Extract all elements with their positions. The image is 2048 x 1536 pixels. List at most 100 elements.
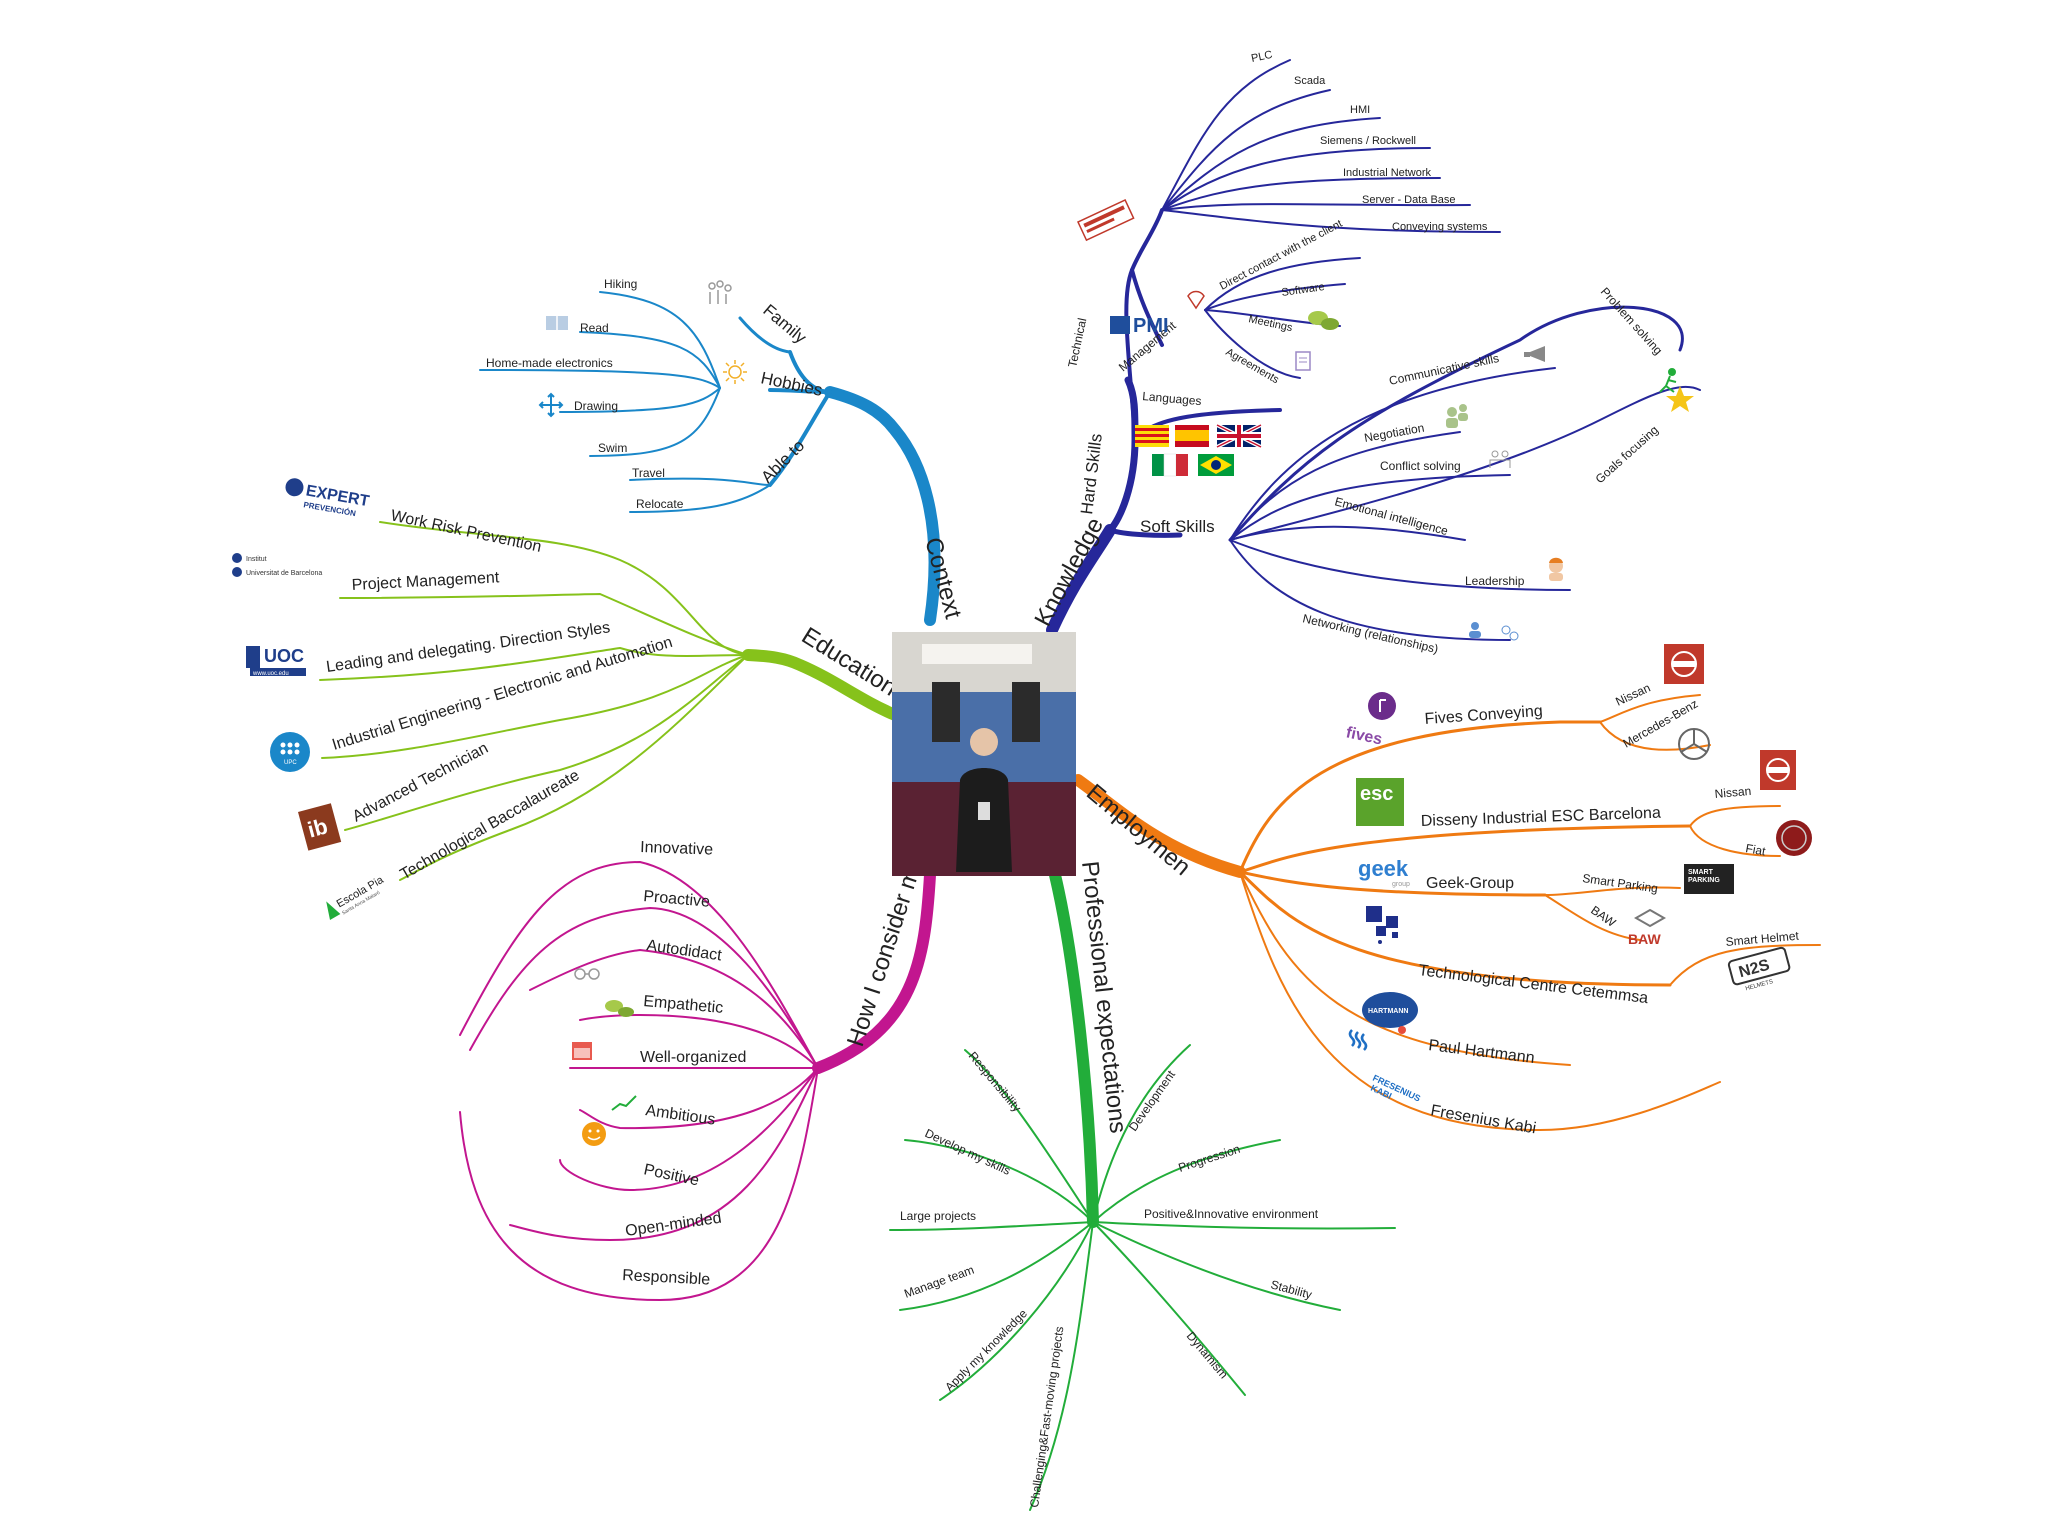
ub-logo-icon: Institut Universitat de Barcelona — [232, 553, 322, 577]
mgmt-software: Software — [1281, 281, 1326, 299]
network-icon — [1469, 622, 1519, 641]
svg-text:PARKING: PARKING — [1688, 877, 1720, 884]
fives-logo-icon: fives — [1344, 692, 1396, 748]
svg-text:UPC: UPC — [284, 760, 297, 766]
nissan-logo-2-icon — [1760, 750, 1796, 790]
emp-cetemmsa-helmet: Smart Helmet — [1725, 929, 1800, 949]
hartmann-logo-icon: HARTMANN — [1362, 992, 1418, 1034]
fresenius-logo-icon: FRESENIUS KABI — [1348, 1029, 1422, 1104]
myself-openminded: Open-minded — [624, 1210, 722, 1240]
knowledge-label: Knowledge — [1029, 513, 1109, 631]
flag-brazil-icon — [1198, 454, 1234, 476]
flag-catalonia-icon — [1135, 425, 1169, 447]
soft-goals: Goals focusing — [1593, 423, 1661, 487]
expert-logo-icon: EXPERT PREVENCIÓN — [285, 478, 371, 518]
exp-development: Development — [1126, 1067, 1178, 1133]
edu-work-risk: Work Risk Prevention — [389, 507, 543, 556]
runner-icon — [1659, 368, 1677, 393]
baw-logo-icon: BAW — [1628, 908, 1667, 947]
svg-text:www.uoc.edu: www.uoc.edu — [252, 671, 289, 677]
glasses-icon — [574, 968, 600, 980]
branch-education-line — [742, 649, 901, 721]
smart-parking-logo-icon: SMART PARKING — [1684, 864, 1734, 894]
soft-problem: Problem solving — [1598, 285, 1666, 358]
move-arrows-icon — [538, 392, 564, 418]
ib-logo-icon: ib — [298, 803, 342, 851]
emp-fives-mercedes: Mercedes-Benz — [1621, 696, 1701, 750]
branch-knowledge-line — [1046, 524, 1116, 636]
svg-text:esc: esc — [1360, 783, 1393, 805]
pmi-logo-icon: PMI — [1110, 315, 1169, 337]
svg-text:SMART: SMART — [1688, 869, 1714, 876]
edu-project: Project Management — [351, 569, 500, 594]
svg-text:Institut: Institut — [246, 556, 267, 563]
leader-icon — [1549, 557, 1563, 581]
family-label: Family — [759, 301, 810, 348]
branch-expectations-line — [1049, 869, 1099, 1228]
exp-apply-knowledge: Apply my knowledge — [942, 1306, 1030, 1394]
able-travel: Travel — [632, 466, 665, 480]
branch-myself-line — [812, 869, 936, 1074]
exp-positive-env: Positive&Innovative environment — [1144, 1207, 1319, 1221]
emp-esc-fiat: Fiat — [1744, 841, 1767, 858]
soft-communicative: Communicative skills — [1388, 351, 1500, 388]
emp-geek-baw: BAW — [1588, 903, 1619, 930]
upc-logo-icon: UPC — [270, 732, 310, 772]
exp-dynamism: Dynamism — [1184, 1329, 1231, 1381]
people-icon — [1446, 404, 1468, 428]
expectations-branch: Professional expectations Responsibility… — [889, 860, 1396, 1511]
book-icon — [546, 316, 568, 330]
exp-progression: Progression — [1177, 1142, 1242, 1175]
knowledge-branch: Knowledge Hard Skills Soft Skills Techni… — [1029, 49, 1701, 656]
escola-pia-logo-icon: Escola Pia Santa Anna Mataró — [326, 874, 386, 920]
chat-icon — [605, 1000, 634, 1017]
emp-esc-nissan: Nissan — [1714, 784, 1752, 801]
able-relocate: Relocate — [636, 497, 684, 511]
uoc-logo-icon: UOC www.uoc.edu — [246, 646, 306, 677]
soft-emotional: Emotional intelligence — [1333, 494, 1450, 538]
mgmt-meetings: Meetings — [1247, 313, 1294, 334]
svg-text:group: group — [1392, 881, 1410, 888]
cetemmsa-logo-icon — [1366, 906, 1398, 944]
helmet-logo-icon: N2S HELMETS — [1727, 946, 1791, 992]
flag-spain-icon — [1175, 425, 1209, 447]
megaphone-icon — [1524, 346, 1545, 362]
hobby-hiking: Hiking — [604, 277, 637, 291]
svg-text:BAW: BAW — [1628, 931, 1661, 947]
soft-networking: Networking (relationships) — [1301, 611, 1439, 656]
soft-negotiation: Negotiation — [1363, 421, 1425, 445]
hobby-electronics: Home-made electronics — [486, 356, 613, 370]
emp-fresenius: Fresenius Kabi — [1429, 1102, 1537, 1137]
soft-conflict: Conflict solving — [1380, 459, 1461, 473]
family-icon — [708, 280, 732, 304]
exp-large-projects: Large projects — [900, 1209, 976, 1223]
myself-autodidact: Autodidact — [645, 937, 723, 964]
myself-ambitious: Ambitious — [644, 1102, 716, 1129]
myself-proactive: Proactive — [643, 888, 711, 911]
flag-uk-icon — [1216, 423, 1262, 449]
able-to-label: Able to — [757, 436, 808, 487]
nissan-logo-icon — [1664, 644, 1704, 684]
chat-bubble-icon — [1308, 311, 1339, 330]
calendar-icon — [572, 1042, 592, 1060]
svg-text:PMI: PMI — [1133, 315, 1169, 337]
document-icon — [1295, 351, 1311, 371]
sun-icon — [723, 360, 747, 384]
employment-branch: Employmen Fives Conveying Disseny Indust… — [1081, 644, 1821, 1137]
esc-logo-icon: esc — [1356, 778, 1404, 826]
svg-text:fives: fives — [1344, 724, 1383, 748]
myself-empathetic: Empathetic — [643, 993, 724, 1017]
chart-up-icon — [611, 1095, 637, 1111]
exp-develop-skills: Develop my skills — [923, 1126, 1013, 1178]
photo-scene — [892, 632, 1076, 876]
soft-leadership: Leadership — [1465, 574, 1525, 588]
handshake-icon — [1187, 290, 1205, 310]
team-icon — [1489, 450, 1511, 468]
tech-conveying: Conveying systems — [1392, 221, 1488, 233]
flag-italy-icon — [1152, 453, 1188, 477]
geek-logo-icon: geek group — [1358, 856, 1410, 888]
exp-responsibility: Responsibility — [966, 1049, 1024, 1115]
star-icon — [1666, 386, 1694, 412]
mgmt-client: Direct contact with the client — [1218, 218, 1345, 293]
branch-employment-line — [1072, 774, 1246, 878]
